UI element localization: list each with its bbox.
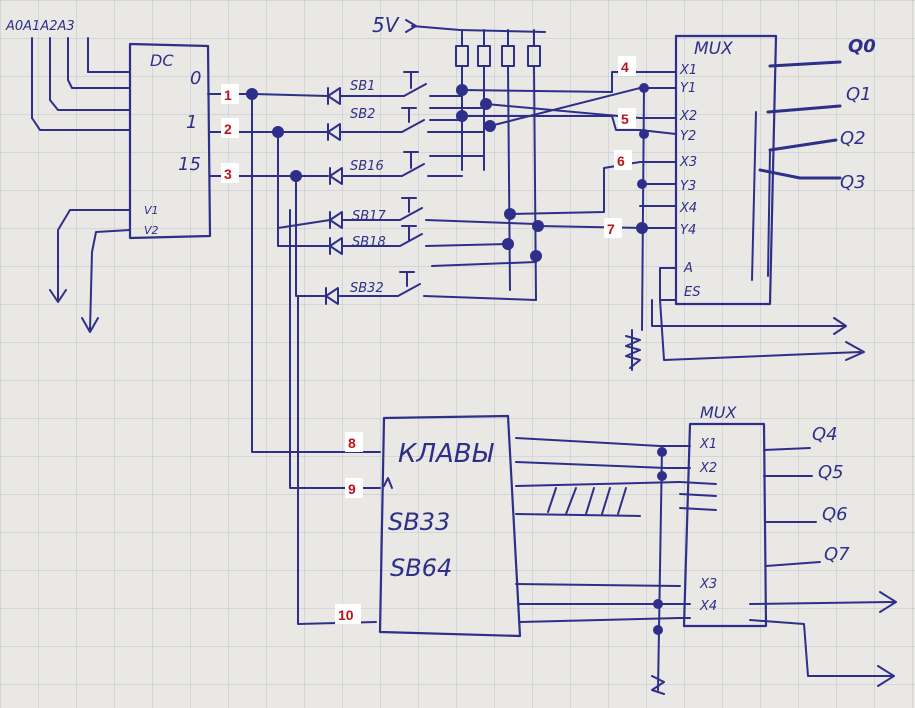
mux1-out-q0: Q0 — [848, 36, 876, 57]
ground-symbol-2 — [651, 447, 665, 695]
button-label-sb2: SB2 — [350, 107, 375, 122]
keyboard-line-sb64: SB64 — [390, 554, 452, 582]
switch-sb2 — [339, 107, 485, 133]
button-label-sb32: SB32 — [350, 281, 384, 296]
select-arrow — [659, 299, 865, 361]
mux1-out-q3: Q3 — [840, 172, 866, 193]
marker-6: 6 — [617, 153, 625, 169]
mux1-block — [674, 34, 778, 306]
keyboard-title: КЛАВЫ — [398, 439, 495, 469]
mux1-in-x4: X4 — [679, 201, 697, 216]
mux2-in-x2: X2 — [699, 461, 717, 476]
mux2-out-q6: Q6 — [822, 504, 848, 525]
marker-8-bg — [345, 432, 363, 452]
keyboard-box — [378, 414, 522, 638]
marker-5-bg — [618, 108, 636, 128]
marker-1: 1 — [224, 87, 232, 103]
keyboard-block: КЛАВЫ SB33 SB64 — [378, 414, 681, 638]
mux2-in-x3: X3 — [699, 577, 717, 592]
button-label-sb1: SB1 — [350, 79, 375, 94]
junction-dot — [272, 126, 284, 138]
mux1-in-es: ES — [684, 285, 700, 300]
button-label-sb16: SB16 — [350, 159, 384, 174]
mux-1: MUX X1 Y1 X2 Y2 X3 Y3 X4 Y4 A ES Q0 Q1 Q… — [625, 34, 876, 371]
keyboard-line-sb33: SB33 — [388, 508, 450, 536]
mux1-in-y1: Y1 — [680, 81, 696, 96]
supply-label: 5V — [372, 13, 400, 37]
mux2-arrow-2 — [749, 619, 895, 687]
marker-2: 2 — [224, 121, 232, 137]
mux2-out-q7: Q7 — [824, 544, 850, 565]
mux1-in-y2: Y2 — [680, 129, 696, 144]
ground-symbol — [625, 329, 641, 371]
mux2-arrow-1 — [749, 591, 897, 613]
mux1-out-q1: Q1 — [846, 84, 872, 105]
decoder-out15-label: 15 — [178, 154, 201, 175]
switch-sb16 — [341, 151, 463, 177]
decoder-out1-label: 1 — [186, 112, 197, 133]
number-markers: 1 2 3 4 5 6 7 8 9 10 — [221, 56, 636, 624]
marker-4-bg — [618, 56, 636, 76]
decoder-out0-label: 0 — [190, 68, 201, 89]
marker-9: 9 — [348, 481, 356, 497]
decoder: A0A1A2A3 DC 0 1 15 V1 V2 — [5, 19, 241, 333]
marker-9-bg — [345, 478, 363, 498]
mux2-in-x4: X4 — [699, 599, 717, 614]
button-label-sb17: SB17 — [352, 209, 386, 224]
marker-7-bg — [604, 218, 622, 238]
marker-3-bg — [221, 163, 239, 183]
decoder-block — [128, 42, 212, 240]
enable-arrow — [651, 299, 847, 335]
decoder-v2-label: V2 — [144, 224, 159, 237]
mux-2: MUX X1 X2 X3 X4 Q4 Q5 Q6 Q7 — [651, 403, 897, 695]
button-matrix: SB1 SB2 SB16 SB17 SB18 SB32 — [325, 71, 641, 305]
marker-6-bg — [614, 150, 632, 170]
row-wires — [239, 88, 381, 625]
junction-dot — [290, 170, 302, 182]
mux2-out-q5: Q5 — [818, 462, 844, 483]
mux2-in-x1: X1 — [699, 437, 717, 452]
switch-sb1 — [339, 71, 463, 97]
decoder-v1-label: V1 — [144, 204, 159, 217]
decoder-title: DC — [150, 51, 174, 70]
switch-sb32 — [337, 271, 537, 301]
button-label-sb18: SB18 — [352, 235, 386, 250]
marker-10: 10 — [338, 607, 354, 623]
mux1-in-x2: X2 — [679, 109, 697, 124]
mux2-out-q4: Q4 — [812, 424, 838, 445]
switch-sb18 — [341, 225, 509, 247]
marker-4: 4 — [621, 59, 629, 75]
mux1-out-q2: Q2 — [840, 128, 866, 149]
mux1-title: MUX — [694, 39, 733, 59]
marker-7: 7 — [607, 221, 615, 237]
mux2-block — [682, 422, 768, 628]
mux1-in-a: A — [683, 261, 693, 276]
mux1-in-x1: X1 — [679, 63, 697, 78]
marker-10-bg — [335, 604, 361, 624]
junction-dot — [246, 88, 258, 100]
marker-5: 5 — [621, 111, 629, 127]
mux1-in-y3: Y3 — [680, 179, 696, 194]
marker-8: 8 — [348, 435, 356, 451]
decoder-address-inputs-label: A0A1A2A3 — [5, 19, 75, 34]
marker-3: 3 — [224, 166, 232, 182]
marker-2-bg — [221, 118, 239, 138]
marker-1-bg — [221, 84, 239, 104]
switch-sb17 — [341, 197, 537, 225]
mux1-in-y4: Y4 — [680, 223, 696, 238]
mux1-in-x3: X3 — [679, 155, 697, 170]
mux2-title: MUX — [700, 403, 738, 422]
